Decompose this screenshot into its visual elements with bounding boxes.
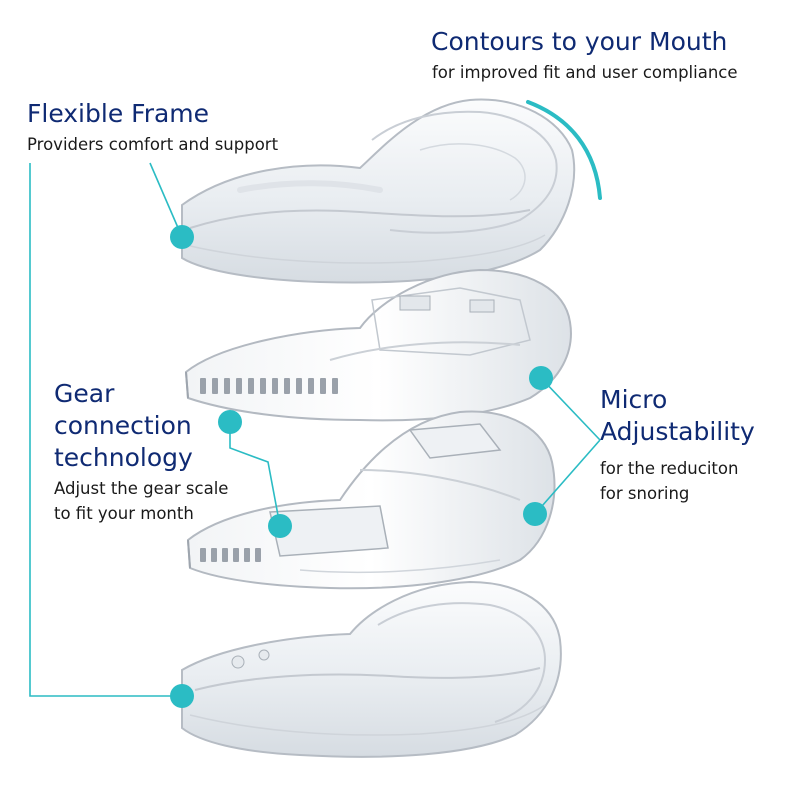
callout-dot-icon: [170, 684, 194, 708]
upper-gear-plate: [184, 268, 572, 422]
micro-title-line: Micro: [600, 385, 668, 414]
micro-subtitle-line: for snoring: [600, 484, 690, 503]
contours-title: Contours to your Mouth: [431, 27, 728, 56]
leader-lines: [29, 100, 602, 697]
callout-dots: [170, 225, 553, 708]
flexible-frame-leader: [149, 162, 183, 238]
gear-subtitle-line: Adjust the gear scale: [54, 479, 229, 498]
gear-leader: [229, 422, 281, 527]
callout-dot-icon: [218, 410, 242, 434]
micro-subtitle: for the reduciton for snoring: [600, 456, 738, 506]
lower-gear-plate: [186, 410, 556, 590]
contours-subtitle: for improved fit and user compliance: [432, 63, 738, 82]
lower-gear-teeth: [200, 548, 261, 562]
upper-gear-teeth: [200, 378, 338, 394]
callout-dot-icon: [529, 366, 553, 390]
gear-title-line: technology: [54, 443, 193, 472]
micro-lower-leader: [534, 439, 601, 515]
frame-bracket-line: [29, 163, 182, 697]
micro-subtitle-line: for the reduciton: [600, 459, 739, 478]
micro-upper-leader: [540, 377, 601, 441]
upper-tray: [181, 98, 576, 284]
contours-arc: [526, 100, 602, 200]
gear-subtitle: Adjust the gear scale to fit your month: [54, 476, 228, 526]
gear-subtitle-line: to fit your month: [54, 504, 194, 523]
lower-tray: [181, 580, 562, 758]
micro-title: Micro Adjustability: [600, 384, 755, 448]
flexible-frame-subtitle: Providers comfort and support: [27, 135, 279, 154]
flexible-frame-title: Flexible Frame: [27, 99, 210, 128]
callout-dot-icon: [170, 225, 194, 249]
gear-title-line: Gear: [54, 379, 115, 408]
callout-dot-icon: [268, 514, 292, 538]
callout-dot-icon: [523, 502, 547, 526]
gear-title-line: connection: [54, 411, 192, 440]
gear-title: Gear connection technology: [54, 378, 193, 474]
micro-title-line: Adjustability: [600, 417, 755, 446]
